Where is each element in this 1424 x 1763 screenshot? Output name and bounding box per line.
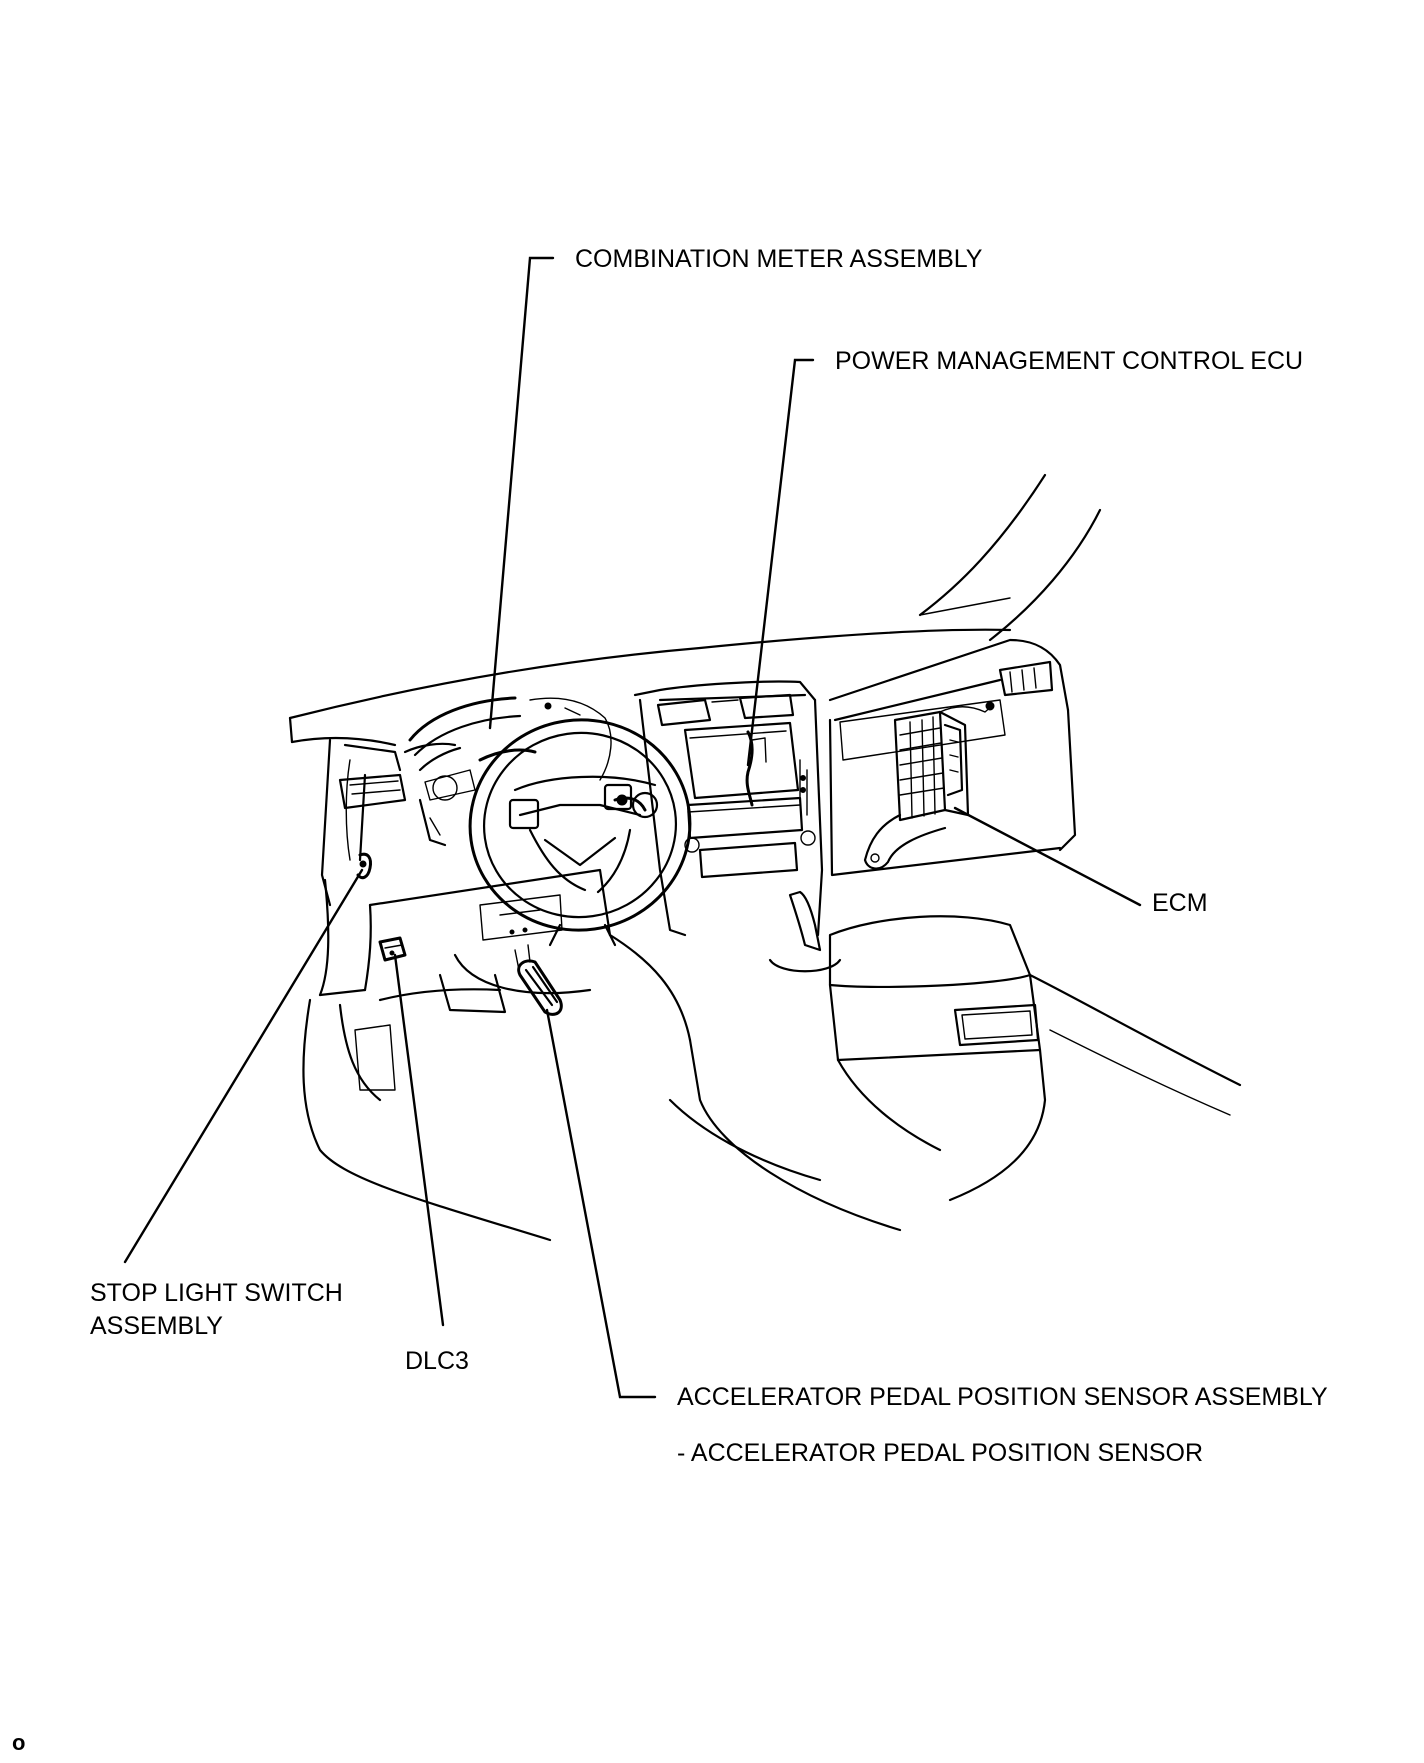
leader-ecm (953, 806, 1142, 907)
leader-lines (123, 256, 1142, 1399)
label-ecm: ECM (1152, 889, 1208, 917)
dashboard-outline (288, 473, 1242, 1242)
leader-dlc3 (393, 953, 445, 1327)
label-accelerator-sensor: - ACCELERATOR PEDAL POSITION SENSOR (677, 1439, 1204, 1467)
label-combination-meter: COMBINATION METER ASSEMBLY (575, 245, 983, 273)
label-stop-light-switch-line1: STOP LIGHT SWITCH (90, 1279, 343, 1307)
label-accelerator-assembly: ACCELERATOR PEDAL POSITION SENSOR ASSEMB… (677, 1383, 1328, 1411)
leader-power-management (746, 358, 815, 767)
label-stop-light-switch-line2: ASSEMBLY (90, 1312, 223, 1340)
figure-mark: o (12, 1730, 26, 1755)
leader-stop-light (123, 868, 364, 1264)
leader-combination-meter (488, 256, 555, 730)
leader-accelerator (545, 1008, 657, 1399)
label-power-management-ecu: POWER MANAGEMENT CONTROL ECU (835, 347, 1304, 375)
label-dlc3: DLC3 (405, 1347, 469, 1375)
